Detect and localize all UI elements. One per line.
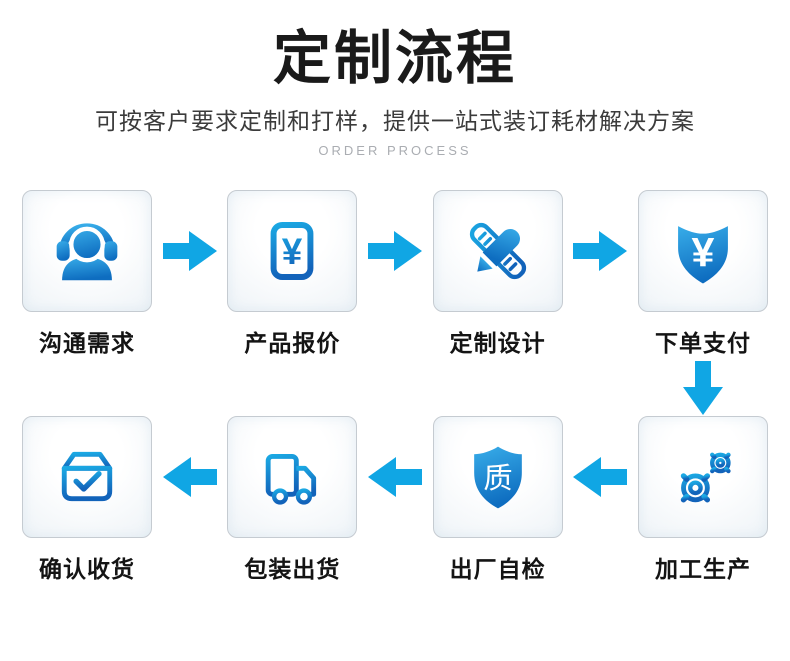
arrow-right-icon <box>573 230 628 271</box>
header: 定制流程 可按客户要求定制和打样，提供一站式装订耗材解决方案 ORDER PRO… <box>0 0 790 158</box>
step-confirm-receipt: 确认收货 <box>22 415 152 584</box>
quality-character: 质 <box>483 462 512 495</box>
page-subtitle: 可按客户要求定制和打样，提供一站式装订耗材解决方案 <box>95 107 695 134</box>
pencil-ruler-icon <box>469 222 526 279</box>
arrow-left-icon <box>367 456 422 497</box>
step-label: 下单支付 <box>654 329 751 356</box>
step-factory-inspection: 质 出厂自检 <box>432 415 563 584</box>
parcel-check-icon <box>61 451 113 501</box>
step-product-quote: ¥ 产品报价 <box>227 189 358 358</box>
arrow-down-icon <box>683 360 723 415</box>
step-production: 加工生产 <box>637 415 768 584</box>
step-communicate-needs: 沟通需求 <box>22 189 152 358</box>
step-label: 产品报价 <box>244 329 341 356</box>
step-label: 包装出货 <box>244 555 341 582</box>
row-connector <box>0 358 790 416</box>
process-row-top: 沟通需求 ¥ 产品报价 <box>0 189 790 358</box>
arrow-right-icon <box>162 230 217 271</box>
step-label: 出厂自检 <box>449 555 546 582</box>
step-label: 定制设计 <box>449 329 546 356</box>
step-card <box>22 189 152 312</box>
step-card <box>227 415 358 538</box>
quality-shield-icon: 质 <box>473 446 522 509</box>
page-title: 定制流程 <box>272 26 517 91</box>
tagline-order-process: ORDER PROCESS <box>318 142 472 158</box>
step-card <box>432 189 563 312</box>
gears-icon <box>675 448 735 508</box>
arrow-left-icon <box>162 456 217 497</box>
step-card: ¥ <box>637 189 768 312</box>
step-pack-ship: 包装出货 <box>227 415 358 584</box>
step-order-payment: ¥ 下单支付 <box>637 189 768 358</box>
step-label: 加工生产 <box>654 555 751 582</box>
payment-shield-icon: ¥ <box>678 225 728 284</box>
step-card: ¥ <box>227 189 358 312</box>
step-label: 确认收货 <box>39 555 135 582</box>
arrow-right-icon <box>367 230 422 271</box>
step-card: 质 <box>432 415 563 538</box>
yuan-symbol: ¥ <box>282 231 303 272</box>
delivery-truck-icon <box>266 453 317 505</box>
yuan-quote-icon: ¥ <box>270 221 314 280</box>
step-label: 沟通需求 <box>39 329 135 356</box>
step-card <box>637 415 768 538</box>
arrow-left-icon <box>573 456 628 497</box>
yuan-symbol: ¥ <box>691 229 714 275</box>
step-card <box>22 415 152 538</box>
process-row-bottom: 确认收货 包装出货 <box>0 415 790 584</box>
headset-support-icon <box>56 223 118 280</box>
process-flow: 沟通需求 ¥ 产品报价 <box>0 189 790 584</box>
step-custom-design: 定制设计 <box>432 189 563 358</box>
